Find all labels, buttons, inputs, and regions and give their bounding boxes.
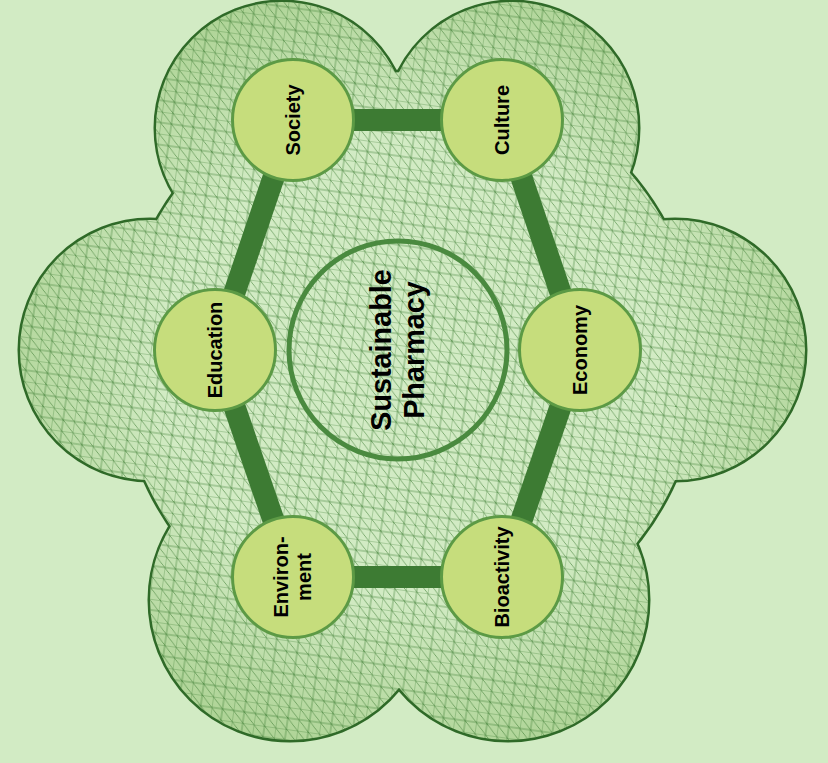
topic-label: Society [282, 84, 305, 155]
topic-circle: Bioactivity [440, 515, 564, 639]
topic-circle: Environ- ment [231, 515, 355, 639]
ring-bond [521, 175, 562, 295]
central-circle: Sustainable Pharmacy [286, 238, 510, 462]
topic-label: Economy [569, 305, 592, 395]
ring-bond [234, 405, 274, 522]
ring-bond [351, 109, 444, 131]
topic-label: Environ- ment [270, 532, 316, 622]
topic-circle: Economy [518, 288, 642, 412]
ring-bond [234, 175, 275, 295]
topic-circle: Culture [440, 58, 564, 182]
central-label: Sustainable Pharmacy [365, 250, 431, 450]
ring-bond [521, 405, 561, 522]
ring-bond [351, 566, 444, 588]
topic-circle: Society [231, 58, 355, 182]
topic-circle: Education [153, 288, 277, 412]
topic-label: Education [204, 302, 227, 399]
topic-label: Bioactivity [491, 526, 514, 627]
topic-label: Culture [491, 85, 514, 155]
